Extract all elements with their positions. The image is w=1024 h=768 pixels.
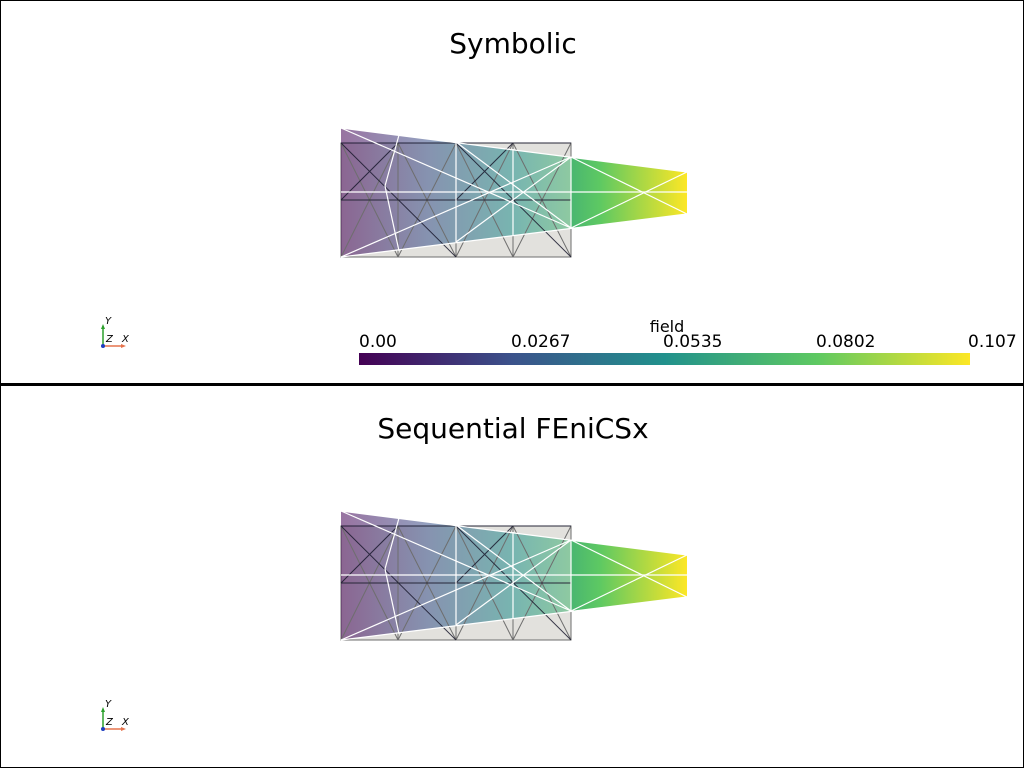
viewport-symbolic[interactable]: Symbolic [0,0,1024,384]
deformed-mesh-lines [340,127,688,258]
axis-y-label: Y [105,316,112,327]
axis-y-label: Y [105,699,112,710]
colorbar-gradient [359,353,970,365]
colorbar-title: field [649,317,685,336]
axis-x-label: X [121,717,130,728]
panel-title: Sequential FEniCSx [377,412,649,445]
panel-title: Symbolic [449,27,577,60]
colorbar: field 0.00 0.0267 0.0535 0.0802 0.107 [357,317,1017,369]
colorbar-tick: 0.107 [968,332,1017,352]
axis-x-label: X [121,334,130,345]
axis-z-label: Z [105,334,114,345]
mesh-plot[interactable] [1,1,1024,385]
deformed-mesh-lines [340,510,688,641]
colorbar-tick: 0.00 [359,332,397,352]
orientation-axes: Y Z X [101,316,130,348]
viewport-sequential-fenicsx[interactable]: Sequential FEniCSx [0,384,1024,768]
colorbar-tick: 0.0267 [511,332,571,352]
axis-z-label: Z [105,717,114,728]
mesh-plot[interactable] [1,386,1024,768]
colorbar-tick: 0.0535 [663,332,723,352]
orientation-axes: Y Z X [101,699,130,731]
colorbar-tick: 0.0802 [816,332,876,352]
